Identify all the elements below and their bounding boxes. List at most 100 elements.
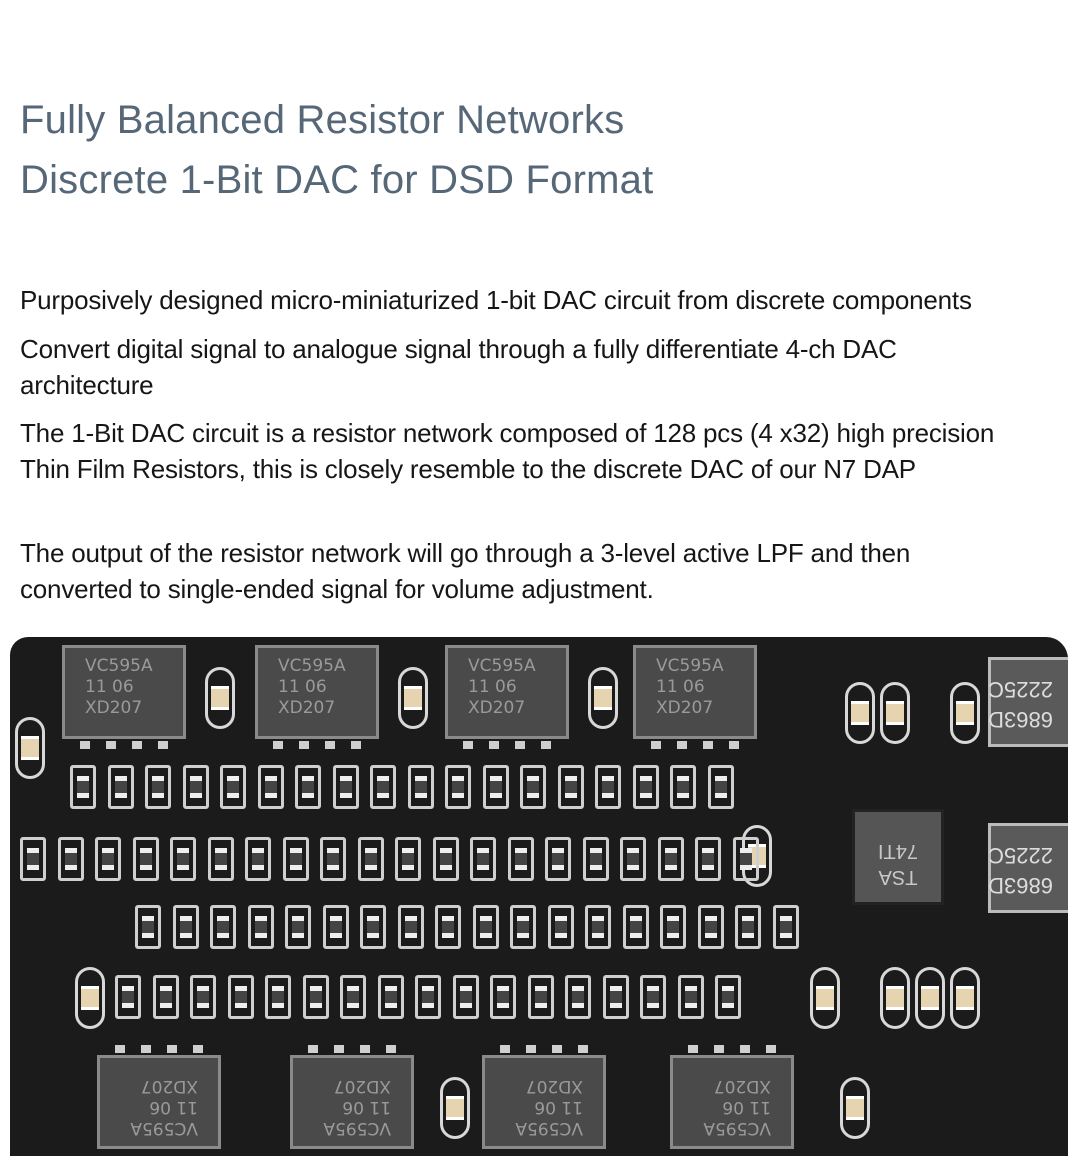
paragraph-4: The output of the resistor network will … xyxy=(20,538,911,604)
chip-marking: VC595A xyxy=(278,656,346,676)
heading-line-1: Fully Balanced Resistor Networks xyxy=(20,98,625,142)
resistor xyxy=(152,975,179,1019)
ic-marking-1: TSA xyxy=(878,866,918,888)
chip-marking: XD207 xyxy=(656,698,714,718)
resistor xyxy=(582,837,609,881)
chip-pin xyxy=(141,1045,151,1053)
resistor xyxy=(545,837,571,881)
ic-marking-2: 74TI xyxy=(877,840,919,862)
chip-pin xyxy=(360,1045,370,1053)
resistor xyxy=(265,975,291,1019)
chip-marking: 11 06 xyxy=(342,1097,391,1117)
resistor xyxy=(620,837,646,881)
resistor xyxy=(57,837,84,881)
capacitor xyxy=(915,967,945,1029)
chip-pin xyxy=(386,1045,396,1053)
chip-marking: VC595A xyxy=(656,656,724,676)
paragraph-3: The 1-Bit DAC circuit is a resistor netw… xyxy=(20,418,995,484)
resistor xyxy=(602,975,629,1019)
resistor xyxy=(470,837,496,881)
chip-pin xyxy=(489,741,499,749)
paragraph-2: Convert digital signal to analogue signa… xyxy=(20,334,897,400)
chip-marking: VC595A xyxy=(323,1118,391,1138)
chip-pin xyxy=(515,741,525,749)
chip-pin xyxy=(308,1045,318,1053)
right-chip-top: 6863D 2225C xyxy=(988,657,1068,747)
chip-marking: 11 06 xyxy=(722,1097,771,1117)
resistor xyxy=(507,837,534,881)
resistor xyxy=(182,765,209,809)
resistor xyxy=(657,837,684,881)
resistor xyxy=(357,837,384,881)
chip-pin xyxy=(677,741,687,749)
resistor xyxy=(332,765,359,809)
resistor xyxy=(670,765,696,809)
resistor xyxy=(145,765,171,809)
chip-pin xyxy=(334,1045,344,1053)
paragraph-1: Purposively designed micro-miniaturized … xyxy=(20,285,972,315)
chip-marking: 11 06 xyxy=(149,1097,198,1117)
chip-marking: 11 06 xyxy=(468,677,517,697)
chip-marking: VC595A xyxy=(468,656,536,676)
resistor xyxy=(490,975,516,1019)
chip-pin xyxy=(80,741,90,749)
chip-pin xyxy=(158,741,168,749)
chip-pin xyxy=(651,741,661,749)
resistor xyxy=(697,905,724,949)
resistor xyxy=(445,765,471,809)
chip-marking: XD207 xyxy=(468,698,526,718)
resistor xyxy=(245,837,271,881)
right-chip-marking-1: 6863D xyxy=(988,707,1053,732)
resistor xyxy=(135,905,161,949)
resistor xyxy=(407,765,434,809)
capacitor xyxy=(440,1077,470,1139)
resistor xyxy=(247,905,274,949)
chip-pin xyxy=(299,741,309,749)
resistor xyxy=(257,765,284,809)
resistor xyxy=(452,975,479,1019)
resistor xyxy=(732,837,759,881)
resistor xyxy=(210,905,236,949)
chip-marking: XD207 xyxy=(85,698,143,718)
resistor xyxy=(547,905,574,949)
chip-pin xyxy=(552,1045,562,1053)
chip-pin xyxy=(541,741,551,749)
resistor xyxy=(660,905,686,949)
capacitor xyxy=(75,967,105,1029)
chip-marking: XD207 xyxy=(333,1076,391,1096)
resistor xyxy=(520,765,546,809)
resistor xyxy=(207,837,234,881)
chip-marking: VC595A xyxy=(703,1118,771,1138)
resistor xyxy=(482,765,509,809)
resistor xyxy=(132,837,159,881)
chip-pin xyxy=(167,1045,177,1053)
ic-chip: TSA 74TI xyxy=(852,809,944,905)
capacitor xyxy=(810,967,840,1029)
chip-pin xyxy=(463,741,473,749)
resistor xyxy=(227,975,254,1019)
chip-marking: XD207 xyxy=(278,698,336,718)
resistor xyxy=(295,765,321,809)
resistor xyxy=(415,975,441,1019)
chip-pin xyxy=(351,741,361,749)
resistor xyxy=(632,765,659,809)
resistor xyxy=(772,905,799,949)
chip-marking: XD207 xyxy=(140,1076,198,1096)
right-chip-bottom: 6863D 2225C xyxy=(988,823,1068,913)
chip-pin xyxy=(273,741,283,749)
chip-marking: VC595A xyxy=(85,656,153,676)
chip-marking: XD207 xyxy=(525,1076,583,1096)
resistor xyxy=(282,837,309,881)
resistor xyxy=(397,905,424,949)
chip-pin xyxy=(740,1045,750,1053)
resistor xyxy=(172,905,199,949)
resistor xyxy=(320,837,346,881)
resistor xyxy=(107,765,134,809)
resistor xyxy=(557,765,584,809)
